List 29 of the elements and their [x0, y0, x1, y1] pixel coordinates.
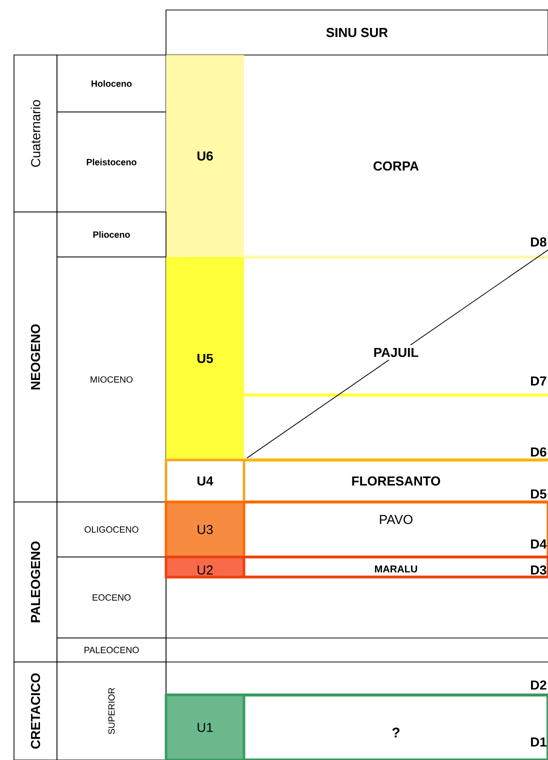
boundary-label: D8: [531, 237, 546, 247]
epoch-cell: PALEOCENO: [56, 638, 166, 662]
unit-cell: U3: [164, 500, 246, 558]
node-label: PAJUIL: [374, 348, 418, 358]
formation-cell: CORPA: [374, 161, 419, 171]
epoch-cell: OLIGOCENO: [56, 502, 166, 558]
unit-cell: U4: [164, 458, 246, 504]
unit-cell: U5: [166, 257, 244, 460]
header-cell: SINU SUR: [166, 10, 548, 56]
boundary-label: D6: [531, 447, 546, 457]
epoch-cell: Holoceno: [56, 54, 166, 112]
unit-cell: U6: [166, 55, 244, 257]
formation-cell: PAJUIL: [370, 344, 422, 360]
boundary-label: D5: [531, 489, 546, 499]
boundary-label: D3: [531, 565, 546, 575]
unit-cell: U2: [164, 556, 246, 578]
boundary-label: D2: [531, 680, 546, 690]
unit-cell: U1: [164, 694, 246, 760]
formation-cell: PAVO: [380, 514, 412, 524]
boundary-label: D7: [531, 376, 546, 386]
formation-cell: ?: [392, 728, 400, 738]
period-cell: CRETACICO: [14, 662, 58, 760]
boundary-label: D1: [531, 738, 546, 746]
period-cell: Cuaternario: [14, 54, 58, 212]
epoch-cell: Plioceno: [56, 212, 166, 258]
node-label: CRETACICO: [30, 673, 40, 749]
formation-cell: MARALU: [375, 566, 418, 572]
boundary-label: D4: [531, 540, 547, 548]
formation-cell: FLORESANTO: [352, 476, 440, 486]
